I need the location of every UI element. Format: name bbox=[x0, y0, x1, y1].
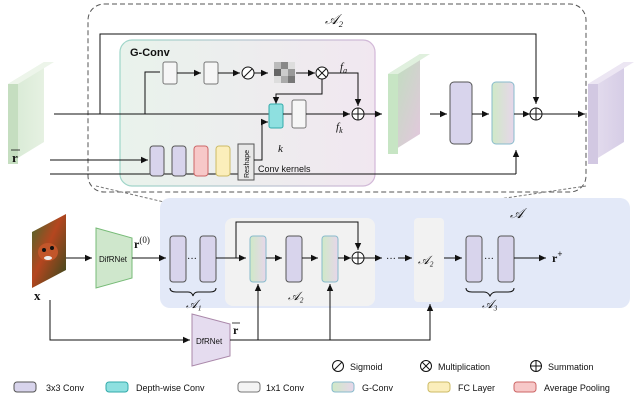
difrnet-top-label: DifRNet bbox=[99, 255, 128, 264]
reshape-block bbox=[237, 143, 255, 181]
legend-average-pooling: Average Pooling bbox=[513, 381, 610, 393]
a3-dots: ··· bbox=[484, 254, 494, 265]
legend-gconv: G-Conv bbox=[331, 381, 394, 393]
a2-conv-3x3 bbox=[285, 235, 303, 283]
attention-map bbox=[274, 62, 295, 83]
legend-multiplication: Multiplication bbox=[420, 360, 490, 372]
a1-label: 𝒜₁ bbox=[186, 297, 202, 311]
r-plus-label: r+ bbox=[552, 249, 562, 265]
a2-gconv-a bbox=[249, 235, 267, 283]
module-a2-dashed-frame bbox=[87, 3, 587, 193]
a1-conv-b bbox=[199, 235, 217, 283]
a2-block bbox=[414, 218, 444, 302]
sigmoid-icon bbox=[241, 66, 255, 80]
mid-feature-map bbox=[388, 54, 430, 154]
svg-text:Average Pooling: Average Pooling bbox=[544, 383, 610, 393]
difrnet-top bbox=[95, 227, 133, 289]
k-label: k bbox=[278, 143, 284, 155]
svg-text:FC Layer: FC Layer bbox=[458, 383, 495, 393]
a3-label: 𝒜₃ bbox=[482, 297, 498, 311]
a1-brace bbox=[169, 287, 217, 297]
r0-label: r(0) bbox=[134, 235, 150, 251]
fc-conv-3x3-b bbox=[171, 145, 187, 177]
input-image bbox=[32, 214, 66, 288]
ellipsis-mid: ··· bbox=[386, 254, 396, 265]
legend-1x1-conv: 1x1 Conv bbox=[237, 381, 305, 393]
r-vector-top: r bbox=[12, 150, 18, 165]
a3-brace bbox=[465, 287, 515, 298]
a2-bottom-label: 𝒜₂ bbox=[288, 289, 304, 303]
a1-dots: ··· bbox=[187, 254, 197, 265]
svg-text:Depth-wise Conv: Depth-wise Conv bbox=[136, 383, 205, 393]
summation-icon-top bbox=[529, 107, 543, 121]
difrnet-bottom-label: DfRNet bbox=[196, 337, 223, 346]
svg-text:Multiplication: Multiplication bbox=[438, 362, 490, 372]
svg-text:Sigmoid: Sigmoid bbox=[350, 362, 383, 372]
module-a-label: 𝒜 bbox=[510, 207, 527, 222]
fc-layer-block bbox=[215, 145, 231, 177]
summation-icon-bottom bbox=[351, 251, 365, 265]
a3-conv-a bbox=[465, 235, 483, 283]
legend-fc-layer: FC Layer bbox=[427, 381, 495, 393]
a3-conv-b bbox=[497, 235, 515, 283]
gconv-depthwise-conv bbox=[268, 103, 284, 129]
gconv-1x1-conv-b bbox=[203, 61, 219, 85]
multiplication-icon bbox=[315, 66, 329, 80]
legend-depthwise-conv: Depth-wise Conv bbox=[105, 381, 205, 393]
fc-conv-3x3-a bbox=[149, 145, 165, 177]
svg-text:1x1 Conv: 1x1 Conv bbox=[266, 383, 305, 393]
r-vector-bottom: r bbox=[233, 323, 239, 337]
a2-gconv-b bbox=[321, 235, 339, 283]
gconv-1x1-conv-a bbox=[162, 61, 178, 85]
fk-label: fk bbox=[336, 121, 343, 135]
output-feature-map bbox=[588, 62, 634, 164]
legend-3x3-conv: 3x3 Conv bbox=[13, 381, 85, 393]
input-feature-map bbox=[8, 62, 54, 164]
svg-text:3x3 Conv: 3x3 Conv bbox=[46, 383, 85, 393]
fa-label: fa bbox=[340, 61, 347, 75]
a2-block-label: 𝒜₂ bbox=[418, 253, 434, 267]
average-pooling-block bbox=[193, 145, 209, 177]
top-conv-3x3 bbox=[449, 81, 473, 145]
gconv-1x1-conv-c bbox=[291, 99, 307, 129]
reshape-label: Reshape bbox=[244, 150, 251, 178]
gconv-title: G-Conv bbox=[130, 47, 171, 59]
difrnet-bottom bbox=[191, 313, 231, 367]
a1-conv-a bbox=[169, 235, 187, 283]
svg-text:Summation: Summation bbox=[548, 362, 594, 372]
svg-text:G-Conv: G-Conv bbox=[362, 383, 394, 393]
x-label: x bbox=[34, 288, 41, 303]
legend-summation: Summation bbox=[530, 360, 594, 372]
top-gconv-block bbox=[491, 81, 515, 145]
module-a2-label: 𝒜₂ bbox=[325, 13, 343, 28]
legend-sigmoid: Sigmoid bbox=[332, 360, 383, 372]
conv-kernels-label: Conv kernels bbox=[258, 164, 311, 174]
summation-icon bbox=[351, 107, 365, 121]
